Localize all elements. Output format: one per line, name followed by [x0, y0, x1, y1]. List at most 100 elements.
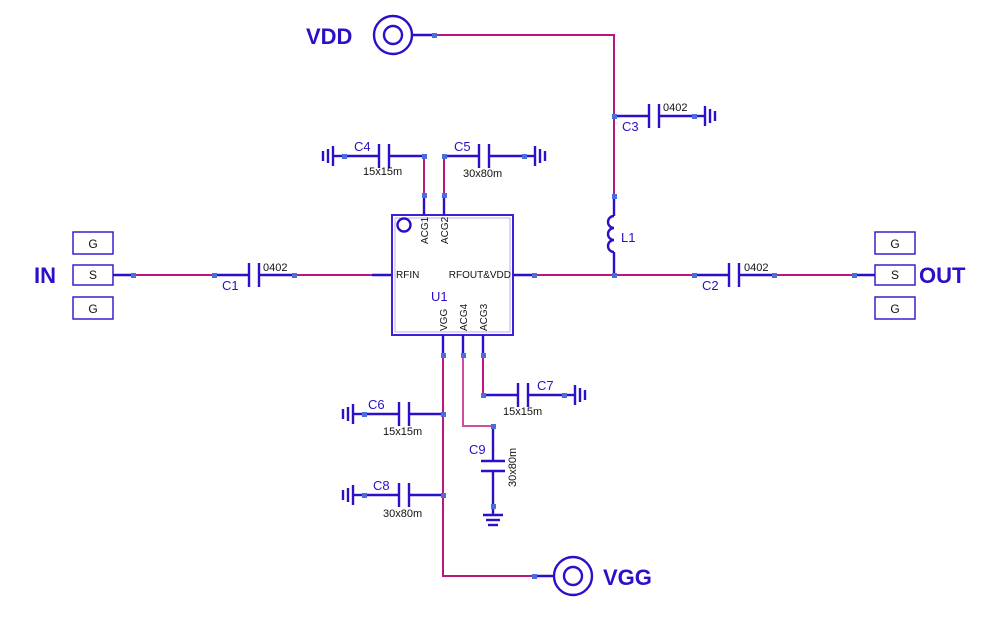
capacitor-c7[interactable]: C7 15x15m [483, 378, 564, 418]
capacitor-c3[interactable]: C3 0402 [614, 102, 694, 134]
pin-label-acg3: ACG3 [479, 303, 490, 331]
out-pad-ground-top [874, 231, 916, 255]
inductor-l1[interactable]: L1 [606, 196, 635, 275]
pin-label-rfin: RFIN [396, 270, 419, 281]
out-label: OUT [919, 263, 966, 288]
c7-ref: C7 [537, 378, 554, 393]
node-dot [441, 353, 446, 358]
l1-ref: L1 [621, 230, 635, 245]
c8-value: 30x80m [383, 508, 422, 520]
capacitor-c5[interactable]: C5 30x80m [444, 139, 524, 180]
node-dot [491, 504, 496, 509]
c5-value: 30x80m [463, 168, 502, 180]
node-dot [362, 493, 367, 498]
node-dot [292, 273, 297, 278]
c1-value: 0402 [263, 262, 287, 274]
node-dot [131, 273, 136, 278]
chip-u1[interactable]: RFIN RFOUT&VDD U1 ACG1 ACG2 VGG ACG4 ACG… [391, 214, 514, 336]
c4-value: 15x15m [363, 166, 402, 178]
out-pad-signal-label: S [891, 268, 899, 282]
wire-vdd[interactable] [434, 34, 615, 116]
chip-inner-outline [394, 217, 511, 333]
in-probe-pads[interactable]: IN G S G [34, 231, 133, 320]
capacitor-c6[interactable]: C6 15x15m [364, 397, 443, 438]
node-dot [481, 353, 486, 358]
c6-value: 15x15m [383, 426, 422, 438]
node-dot [692, 114, 697, 119]
vdd-label: VDD [306, 24, 352, 49]
node-dot [212, 273, 217, 278]
ground-icon [341, 485, 364, 505]
node-dot [422, 154, 427, 159]
capacitor-c4[interactable]: C4 15x15m [344, 139, 424, 178]
pin1-marker-icon [396, 217, 412, 233]
in-pad-ground-top [72, 231, 114, 255]
c7-value: 15x15m [503, 406, 542, 418]
c5-ref: C5 [454, 139, 471, 154]
node-dot [692, 273, 697, 278]
pin-label-acg2: ACG2 [440, 216, 451, 244]
port-outer-ring-icon [372, 14, 414, 56]
port-outer-ring-icon [552, 555, 594, 597]
in-pad-ground-bottom-label: G [88, 302, 97, 316]
out-pad-ground-bottom [874, 296, 916, 320]
c6-ref: C6 [368, 397, 385, 412]
c9-ref: C9 [469, 442, 486, 457]
out-pad-signal [874, 264, 916, 286]
pin-label-acg1: ACG1 [420, 216, 431, 244]
pin-label-vgg: VGG [439, 309, 450, 331]
ground-icon [321, 146, 344, 166]
node-dot [461, 353, 466, 358]
node-dot [612, 273, 617, 278]
in-pad-ground-top-label: G [88, 237, 97, 251]
node-dot [612, 194, 617, 199]
node-dot [432, 33, 437, 38]
ground-icon [483, 506, 503, 527]
wire-vgg[interactable] [442, 355, 534, 577]
capacitor-c1[interactable]: C1 0402 [214, 262, 294, 293]
node-dot [522, 154, 527, 159]
node-dot [772, 273, 777, 278]
node-dot [362, 412, 367, 417]
node-dots [131, 33, 857, 579]
ground-icon [564, 385, 587, 405]
node-dot [852, 273, 857, 278]
node-dot [491, 424, 496, 429]
vgg-label: VGG [603, 565, 652, 590]
ground-icon [341, 404, 364, 424]
node-dot [442, 154, 447, 159]
port-inner-ring-icon [562, 565, 584, 587]
ground-icon [694, 106, 717, 126]
pin-label-rfout: RFOUT&VDD [449, 270, 511, 281]
capacitor-c9[interactable]: C9 30x80m [469, 426, 519, 506]
ground-icon [524, 146, 547, 166]
capacitor-c8[interactable]: C8 30x80m [364, 478, 443, 520]
vgg-port[interactable]: VGG [534, 555, 652, 597]
c2-ref: C2 [702, 278, 719, 293]
c1-ref: C1 [222, 278, 239, 293]
wire-acg4-c9[interactable] [462, 355, 493, 427]
in-pad-signal-label: S [89, 268, 97, 282]
capacitor-c2[interactable]: C2 0402 [694, 262, 774, 293]
c9-value: 30x80m [507, 448, 519, 487]
node-dot [562, 393, 567, 398]
vdd-port[interactable]: VDD [306, 14, 434, 56]
c3-ref: C3 [622, 119, 639, 134]
out-probe-pads[interactable]: G S G OUT [854, 231, 966, 320]
node-dot [532, 574, 537, 579]
out-pad-ground-bottom-label: G [890, 302, 899, 316]
chip-ref: U1 [431, 289, 448, 304]
node-dot [441, 493, 446, 498]
node-dot [481, 393, 486, 398]
node-dot [442, 193, 447, 198]
c8-ref: C8 [373, 478, 390, 493]
port-inner-ring-icon [382, 24, 404, 46]
in-label: IN [34, 263, 56, 288]
in-pad-ground-bottom [72, 296, 114, 320]
node-dot [422, 193, 427, 198]
node-dot [342, 154, 347, 159]
node-dot [441, 412, 446, 417]
node-dot [532, 273, 537, 278]
c2-value: 0402 [744, 262, 768, 274]
